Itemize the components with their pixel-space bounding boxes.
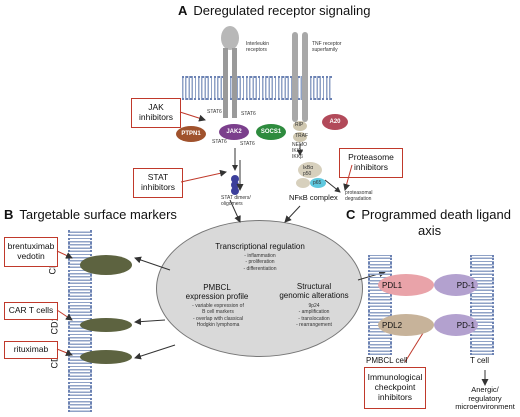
rituximab-box: rituximab <box>4 341 58 359</box>
panel-a-letter: A <box>178 3 188 18</box>
socs1-node: SOCS1 <box>256 124 286 140</box>
panel-b-title: B Targetable surface markers <box>4 207 177 222</box>
stat6-label-3: STAT6 <box>212 139 227 145</box>
panel-b-title-text: Targetable surface markers <box>19 207 177 222</box>
ptpn1-node: PTPN1 <box>176 126 206 142</box>
il-receptor-stalk-left <box>223 48 228 118</box>
stat-dimer-top <box>231 175 239 183</box>
panel-c-title-line2: axis <box>418 222 442 238</box>
panel-c-title: C Programmed death ligand axis <box>346 207 511 238</box>
brentuximab-box: brentuximab vedotin <box>4 237 58 267</box>
stat-inhibitors-box: STAT inhibitors <box>133 168 183 198</box>
hub-sub-2: - variable expression of B cell markers … <box>192 303 244 328</box>
a20-node: A20 <box>322 114 348 130</box>
hub-sub-1: - inflammation - proliferation - differe… <box>243 253 277 272</box>
pd1-protein-bottom: PD-1 <box>434 314 478 336</box>
checkpoint-inhibitors-box: Immunological checkpoint inhibitors <box>364 367 426 409</box>
outcome-label: Anergic/ regulatory microenvironment <box>455 385 515 412</box>
panel-a-title-text: Deregulated receptor signaling <box>193 3 371 18</box>
stat6-label-4: STAT6 <box>240 141 255 147</box>
car-t-box: CAR T cells <box>4 302 58 320</box>
ikb-label: IκBα p50 <box>303 165 314 177</box>
panel-c-title-line1: Programmed death ligand <box>361 207 511 222</box>
p65-blob <box>310 178 326 188</box>
pmbcl-membrane <box>368 255 392 355</box>
il-receptor-label: Interleukin receptors <box>246 41 270 53</box>
traf-label: TRAF <box>295 133 309 139</box>
hub-sub-3: 9p24 - amplification - translocation - r… <box>296 303 332 328</box>
hub-title-1: Transcriptional regulation <box>215 242 305 251</box>
nemo-label: NEMO IKKα IKKβ <box>292 142 307 160</box>
traf-blob <box>293 132 307 142</box>
tnf-receptor-left <box>292 32 298 122</box>
cd30-marker <box>80 255 132 275</box>
panel-c-letter: C <box>346 207 356 222</box>
rip-blob <box>293 121 307 131</box>
stat6-label-2: STAT6 <box>241 111 256 117</box>
stat6-label-1: STAT6 <box>207 109 222 115</box>
jak-inhibitors-box: JAK inhibitors <box>131 98 181 128</box>
pdl2-protein: PDL2 <box>378 314 434 336</box>
cd20-marker <box>80 350 132 364</box>
proteasome-degradation-label: proteasomal degradation <box>345 190 373 202</box>
nfkb-complex-label: NFκB complex <box>289 193 338 202</box>
t-cell-membrane <box>470 255 494 355</box>
cd19-marker <box>80 318 132 332</box>
il-receptor-head <box>221 26 239 50</box>
t-cell-label: T cell <box>470 356 489 365</box>
hub-title-3: Structural genomic alterations <box>279 282 349 300</box>
panel-a-title: A Deregulated receptor signaling <box>178 3 370 18</box>
panel-b-letter: B <box>4 207 14 222</box>
p50-blob <box>296 178 310 188</box>
tnf-receptor-label: TNF receptor superfamily <box>312 41 342 53</box>
pdl1-protein: PDL1 <box>378 274 434 296</box>
pmbcl-cell-label: PMBCL cell <box>366 356 408 365</box>
panel-a-graphics <box>221 26 341 195</box>
tnf-receptor-right <box>302 32 308 122</box>
il-receptor-stalk-right <box>232 48 237 118</box>
rip-label: RIP <box>295 122 304 128</box>
ikb-blob <box>298 162 322 178</box>
pd1-protein-top: PD-1 <box>434 274 478 296</box>
jak2-node: JAK2 <box>219 124 249 140</box>
central-hub <box>156 220 363 357</box>
hub-title-2: PMBCL expression profile <box>185 283 249 301</box>
p65-label: p65 <box>313 180 322 186</box>
